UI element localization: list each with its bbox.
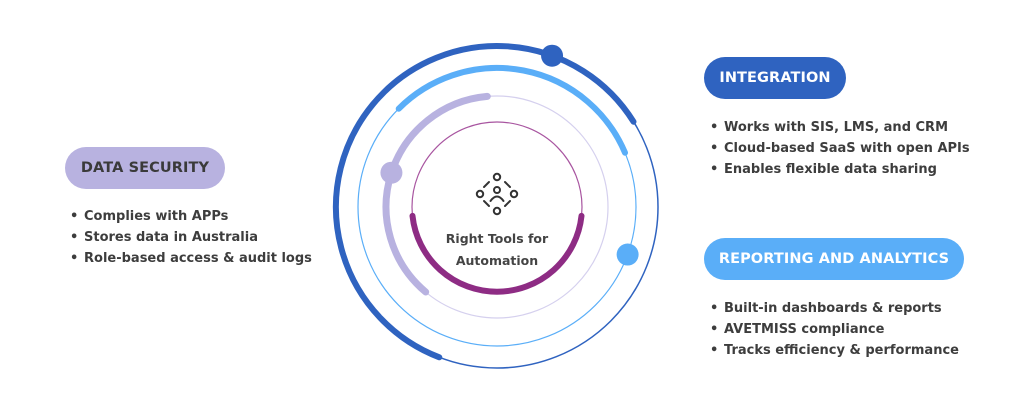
list-item: AVETMISS compliance [710,319,959,340]
reporting-analytics-list: Built-in dashboards & reports AVETMISS c… [710,298,959,361]
integration-list: Works with SIS, LMS, and CRM Cloud-based… [710,117,970,180]
list-item: Tracks efficiency & performance [710,340,959,361]
reporting-analytics-badge: REPORTING AND ANALYTICS [704,238,964,280]
light-blue-ring-dot [616,243,639,266]
data-security-title: DATA SECURITY [80,160,210,176]
integration-title: INTEGRATION [719,70,831,86]
connected-user-network-icon [475,172,519,216]
list-item: Complies with APPs [70,206,312,227]
outer-ring-arc [333,43,637,361]
light-blue-ring-arc [395,64,628,156]
list-item: Cloud-based SaaS with open APIs [710,138,970,159]
list-item: Enables flexible data sharing [710,159,970,180]
data-security-badge: DATA SECURITY [65,147,225,189]
lavender-ring-dot [380,161,403,184]
center-label: Right Tools for Automation [437,228,557,272]
list-item: Stores data in Australia [70,227,312,248]
data-security-list: Complies with APPs Stores data in Austra… [70,206,312,269]
list-item: Role-based access & audit logs [70,248,312,269]
list-item: Built-in dashboards & reports [710,298,959,319]
reporting-analytics-title: REPORTING AND ANALYTICS [718,251,950,267]
integration-badge: INTEGRATION [704,57,846,99]
outer-ring-dot [541,44,564,67]
center-label-line1: Right Tools for [445,231,549,246]
purple-ring-arc [409,212,585,295]
center-label-line2: Automation [455,253,539,268]
list-item: Works with SIS, LMS, and CRM [710,117,970,138]
